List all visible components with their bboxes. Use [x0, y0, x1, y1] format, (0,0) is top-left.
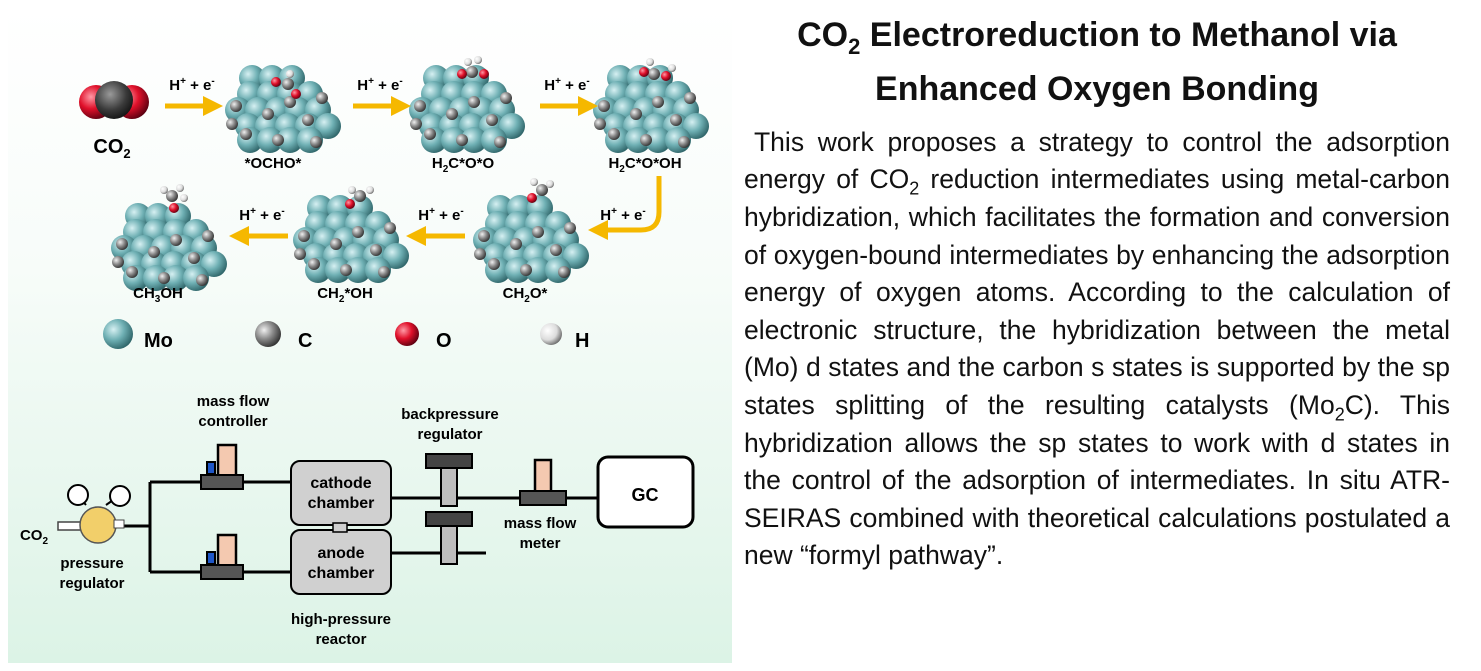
cluster-h2co-oh	[593, 58, 709, 153]
label-cathode: cathode	[310, 475, 371, 492]
step-label-2: H+ + e-	[357, 76, 402, 94]
legend-mo: Mo	[144, 330, 173, 352]
setup-label-bp-regulator: regulator	[417, 426, 482, 443]
graphical-abstract-diagram: CO2 H+ + e- H+ + e- H+ + e- H+ + e- H+ +…	[20, 56, 709, 648]
setup-label-pressure: pressure	[60, 555, 123, 572]
reaction-arrows	[165, 96, 662, 246]
step-label-4: H+ + e-	[600, 206, 645, 224]
backpressure-regulator-top	[425, 453, 473, 507]
figure-panel: CO2 H+ + e- H+ + e- H+ + e- H+ + e- H+ +…	[8, 8, 732, 663]
cluster-ch2oh	[293, 186, 409, 283]
anode-chamber	[290, 529, 392, 595]
label-ch3oh: CH3OH	[133, 285, 183, 305]
setup-label-regulator: regulator	[59, 575, 124, 592]
setup-label-mfm-1: mass flow	[504, 515, 577, 532]
label-ocho: *OCHO*	[245, 155, 302, 172]
membrane	[332, 522, 348, 533]
setup-label-backpressure: backpressure	[401, 406, 499, 423]
label-ch2o: CH2O*	[503, 285, 548, 305]
label-co2: CO2	[93, 136, 130, 161]
label-anode-chamber: chamber	[308, 565, 375, 582]
step-label-6: H+ + e-	[239, 206, 284, 224]
setup-label-mass-flow: mass flow	[197, 393, 270, 410]
cluster-ch3oh	[111, 184, 227, 291]
setup-label-controller: controller	[198, 413, 267, 430]
step-label-3: H+ + e-	[544, 76, 589, 94]
mass-flow-controller-top	[200, 443, 244, 490]
label-ch2oh: CH2*OH	[317, 285, 373, 305]
arrow-step-4	[588, 176, 662, 240]
label-gc: GC	[632, 485, 659, 505]
regulator-gauge-left	[67, 484, 89, 506]
atom-legend: Mo C O H	[103, 319, 589, 352]
cluster-ch2o	[473, 178, 589, 283]
regulator-body	[79, 506, 117, 544]
label-anode: anode	[317, 545, 364, 562]
step-label-5: H+ + e-	[418, 206, 463, 224]
label-high-pressure: high-pressure	[291, 611, 391, 628]
setup-label-co2: CO2	[20, 527, 49, 547]
cluster-h2co-o	[409, 56, 525, 153]
cathode-chamber	[290, 460, 392, 526]
legend-h: H	[575, 330, 589, 352]
co2-molecule	[79, 81, 149, 119]
regulator-gauge-right	[109, 485, 131, 507]
label-reactor: reactor	[316, 631, 367, 648]
legend-c: C	[298, 330, 312, 352]
label-cathode-chamber: chamber	[308, 495, 375, 512]
legend-o: O	[436, 330, 452, 352]
backpressure-regulator-bottom	[425, 511, 473, 565]
step-label-1: H+ + e-	[169, 76, 214, 94]
abstract-paragraph: This work proposes a strategy to control…	[744, 126, 1450, 571]
mass-flow-controller-bottom	[200, 533, 244, 580]
legend-h-swatch	[540, 323, 562, 345]
setup-label-meter: meter	[520, 535, 561, 552]
legend-o-swatch	[395, 322, 419, 346]
mass-flow-meter: mass flow meter	[504, 458, 577, 552]
cluster-ocho	[225, 65, 341, 153]
label-h2co-o: H2C*O*O	[432, 155, 495, 175]
legend-mo-swatch	[103, 319, 133, 349]
legend-c-swatch	[255, 321, 281, 347]
catalyst-clusters	[111, 56, 709, 291]
gas-chromatograph: GC	[596, 455, 695, 529]
reactor: cathode chamber anode chamber high-press…	[290, 460, 392, 648]
pressure-regulator: pressure regulator	[59, 484, 131, 592]
label-h2co-oh: H2C*O*OH	[608, 155, 681, 175]
step-labels: H+ + e- H+ + e- H+ + e- H+ + e- H+ + e- …	[169, 76, 645, 224]
